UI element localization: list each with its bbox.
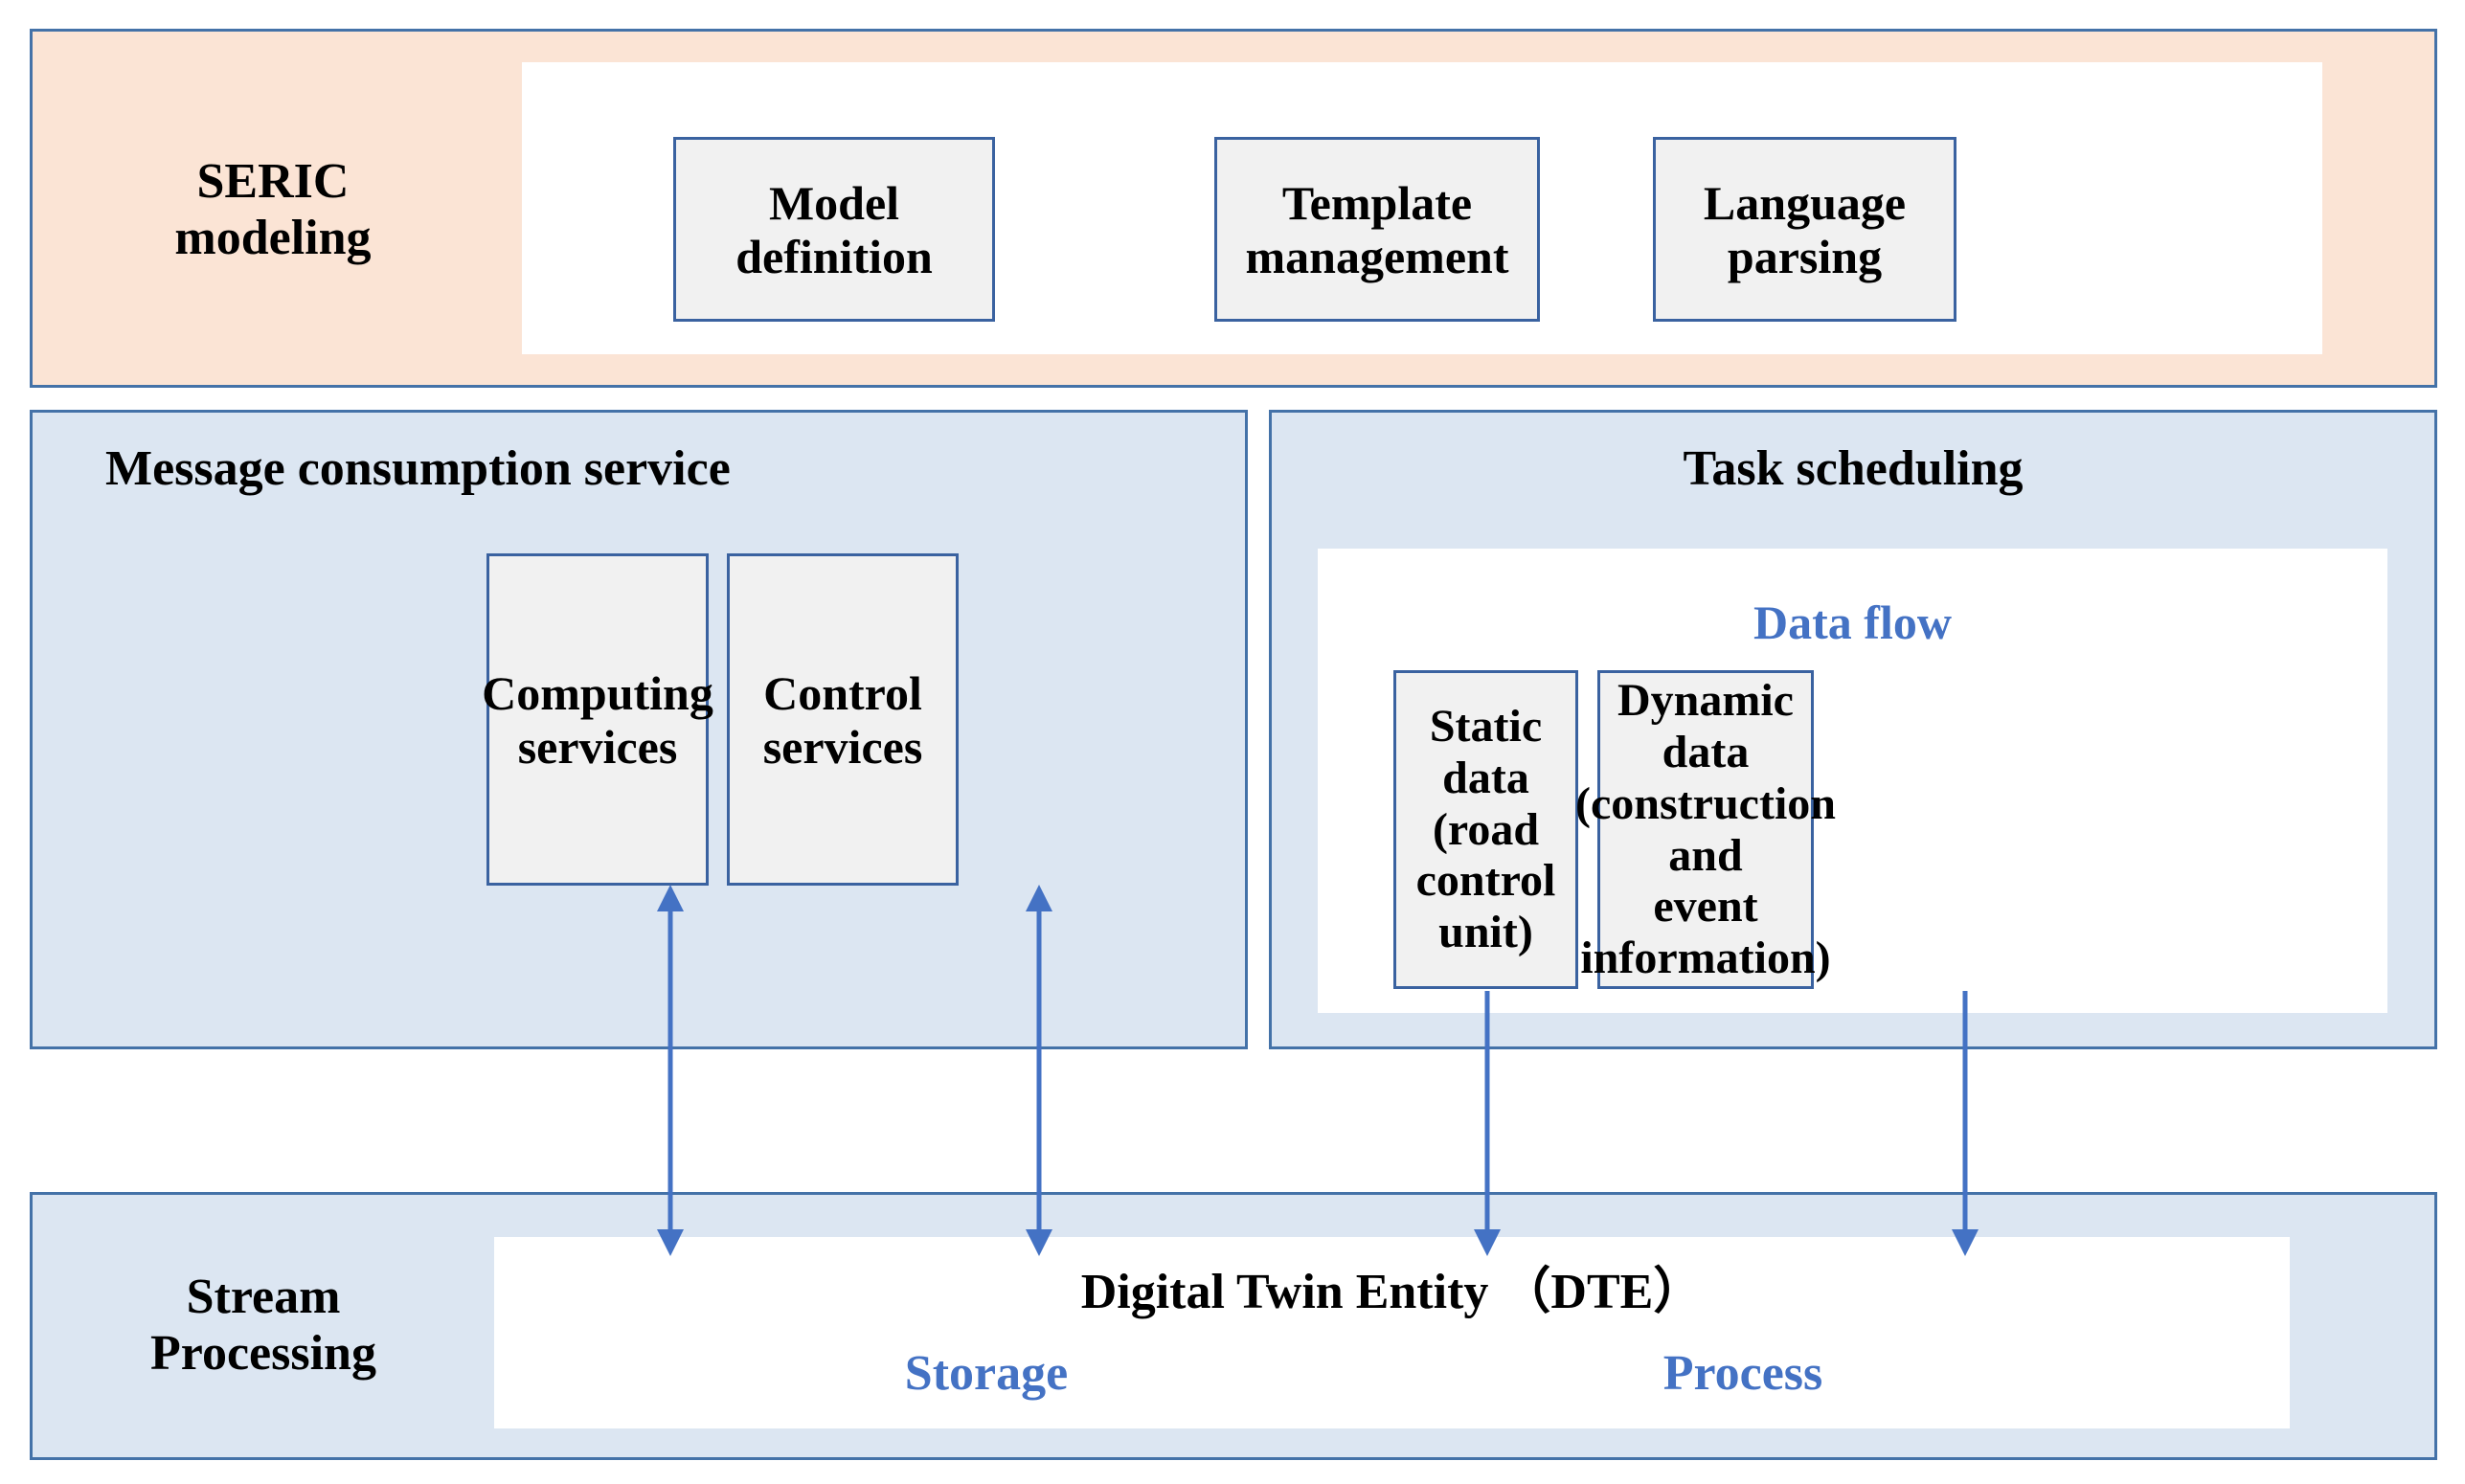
dte-storage-label: Storage [904,1346,1069,1401]
band-label-message-consumption-service: Message consumption service [105,441,731,496]
dte-title: Digital Twin Entity （DTE） [1080,1265,1704,1319]
data-flow-label: Data flow [1753,596,1952,649]
dte-process-label: Process [1662,1346,1823,1401]
dte-white-panel [494,1237,2290,1428]
band-label-task-scheduling: Task scheduling [1683,441,2024,496]
